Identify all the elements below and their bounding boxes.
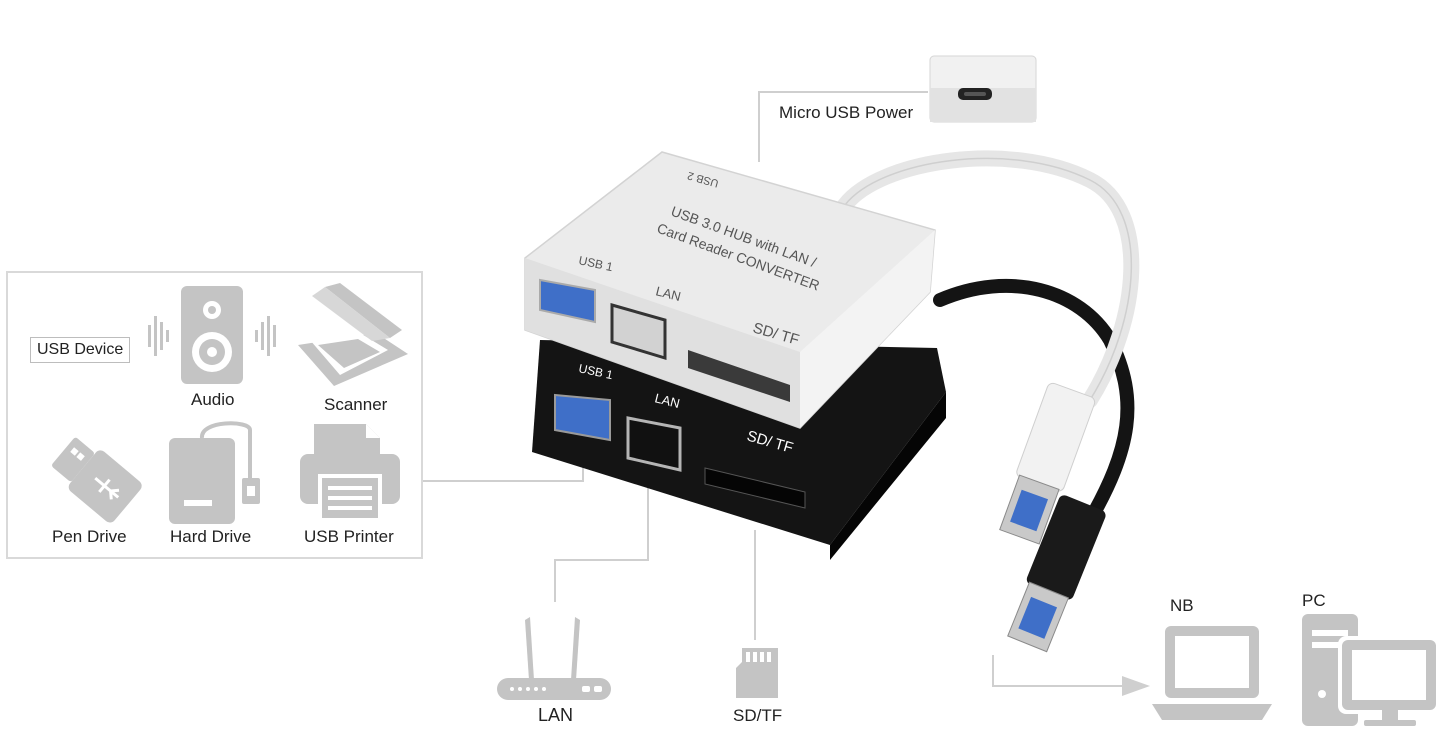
- scanner-label: Scanner: [324, 395, 388, 414]
- hard-drive-icon: [169, 421, 260, 524]
- white-lan-port: [610, 303, 667, 361]
- desktop-pc-icon: [1302, 614, 1438, 726]
- white-hub: USB 2 USB 3.0 HUB with LAN / Card Reader…: [524, 151, 936, 429]
- line-power: [758, 91, 928, 162]
- white-hub-lan-label: LAN: [654, 283, 682, 304]
- sd-card-icon: [736, 648, 778, 698]
- pc-label: PC: [1302, 591, 1326, 610]
- hard-drive-label: Hard Drive: [170, 527, 252, 546]
- black-sd-slot: [704, 467, 806, 509]
- pen-drive-icon: [52, 437, 142, 523]
- black-hub-lan-label: LAN: [653, 390, 681, 411]
- line-usb-to-nb: [992, 655, 1130, 687]
- speaker-icon: [148, 286, 276, 384]
- scanner-icon: [298, 283, 408, 386]
- nb-label: NB: [1170, 596, 1194, 615]
- black-hub: USB 1 LAN SD/ TF: [532, 340, 946, 560]
- usb-device-tag: USB Device: [30, 337, 131, 363]
- audio-label: Audio: [191, 390, 235, 409]
- printer-icon: [300, 424, 400, 522]
- arrow-to-nb-icon: [1122, 676, 1150, 696]
- usb-devices-panel: [6, 271, 423, 559]
- laptop-icon: [1152, 626, 1272, 720]
- white-sd-slot: [688, 350, 790, 402]
- line-lan-to-router: [554, 485, 649, 602]
- usb-cables: [837, 150, 1140, 527]
- router-icon: [497, 617, 611, 700]
- black-lan-port: [626, 416, 682, 472]
- usb-printer-label: USB Printer: [304, 527, 394, 546]
- micro-usb-power-label: Micro USB Power: [779, 103, 914, 122]
- micro-usb-port-photo: [929, 55, 1037, 123]
- lan-target-label: LAN: [538, 705, 574, 725]
- device-icons: [52, 283, 408, 524]
- pen-drive-label: Pen Drive: [52, 527, 127, 546]
- white-usb-port: [539, 278, 596, 324]
- white-usb-plug: [999, 382, 1096, 545]
- black-usb-plug: [1007, 495, 1106, 653]
- black-usb-port: [554, 393, 611, 442]
- sdtf-target-label: SD/TF: [733, 706, 783, 725]
